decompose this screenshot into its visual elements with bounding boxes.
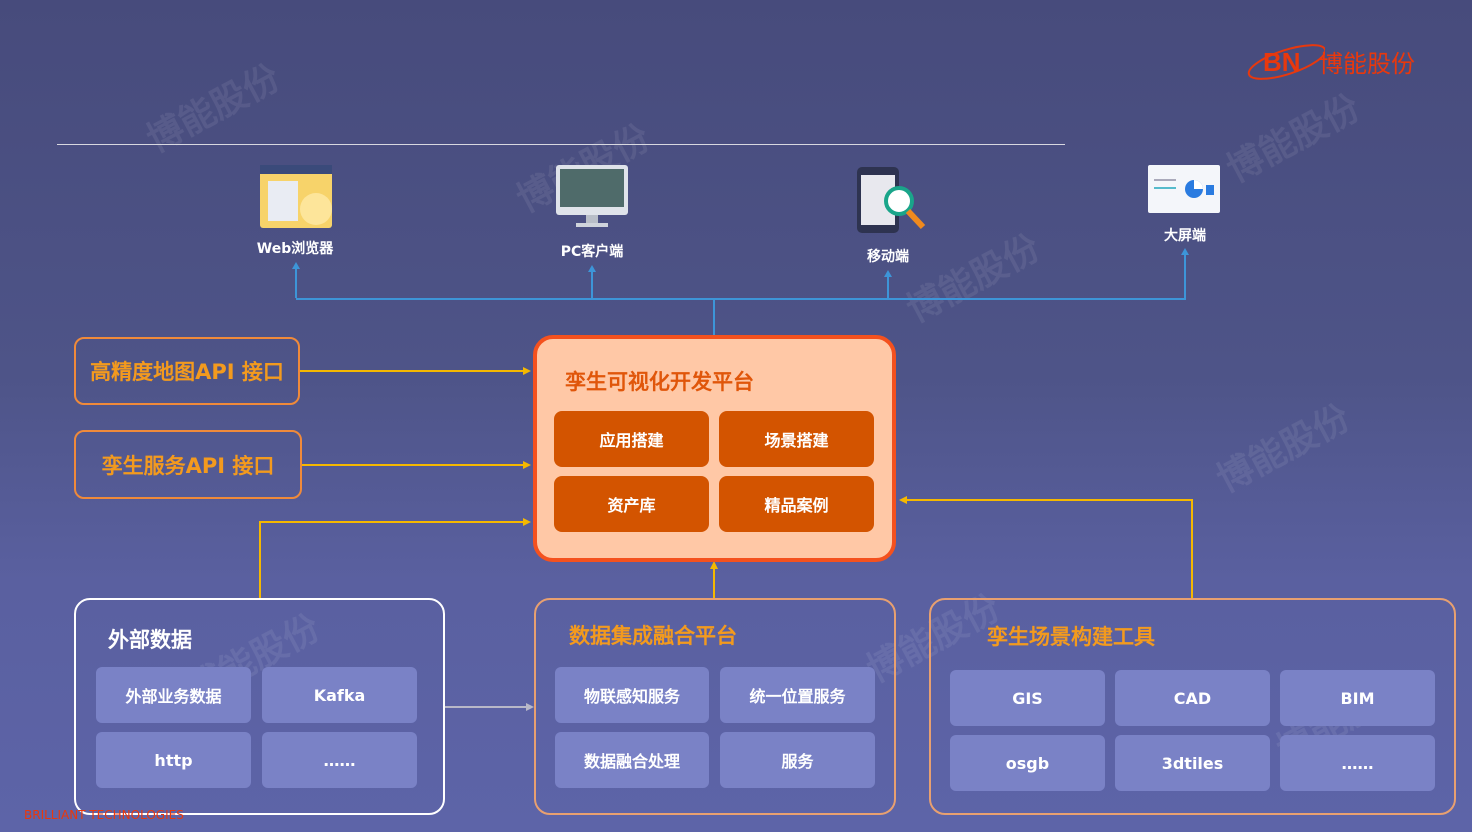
client-label-web: Web浏览器 xyxy=(256,241,334,257)
arrow-head xyxy=(523,518,531,526)
flow-arrow xyxy=(259,521,524,523)
mobile-icon xyxy=(857,167,926,233)
platform-title: 孪生可视化开发平台 xyxy=(565,370,754,394)
arrow-head xyxy=(884,270,892,277)
arrow-head xyxy=(523,461,531,469)
cad-item[interactable]: CAD xyxy=(1115,670,1270,726)
gis-item[interactable]: GIS xyxy=(950,670,1105,726)
client-connector xyxy=(295,268,297,298)
flow-arrow xyxy=(1191,499,1193,598)
client-label-big-screen: 大屏端 xyxy=(1164,228,1206,244)
scene-build-button[interactable]: 场景搭建 xyxy=(719,411,874,467)
pc-monitor-icon xyxy=(556,165,628,227)
data-fusion-item[interactable]: 数据融合处理 xyxy=(555,732,709,788)
arrow-head xyxy=(899,496,907,504)
twin-service-api-label: 孪生服务API 接口 xyxy=(101,453,275,478)
more-item[interactable]: …… xyxy=(262,732,417,788)
web-browser-icon xyxy=(260,165,332,228)
big-screen-icon xyxy=(1148,165,1220,213)
client-connector xyxy=(887,276,889,298)
svg-text:BN: BN xyxy=(1263,47,1301,77)
watermark: 博能股份 xyxy=(1220,87,1367,191)
asset-library-button[interactable]: 资产库 xyxy=(554,476,709,532)
service-item[interactable]: 服务 xyxy=(720,732,875,788)
arrow-head xyxy=(1181,248,1189,255)
flow-arrow xyxy=(302,464,524,466)
http-item[interactable]: http xyxy=(96,732,251,788)
data-integration-title: 数据集成融合平台 xyxy=(569,624,737,648)
twin-service-api-box: 孪生服务API 接口 xyxy=(74,430,302,499)
arrow-head xyxy=(710,561,718,569)
client-label-mobile: 移动端 xyxy=(867,249,909,265)
arrow-head xyxy=(526,703,534,711)
arrow-head xyxy=(523,367,531,375)
scene-tools-title: 孪生场景构建工具 xyxy=(987,625,1155,649)
bim-item[interactable]: BIM xyxy=(1280,670,1435,726)
brand-name: 博能股份 xyxy=(1319,50,1415,78)
flow-arrow xyxy=(445,706,527,708)
footer-brand: BRILLIANT TECHNOLOGIES xyxy=(24,808,184,822)
external-business-data-item[interactable]: 外部业务数据 xyxy=(96,667,251,723)
watermark: 博能股份 xyxy=(900,227,1047,331)
watermark: 博能股份 xyxy=(140,57,287,161)
map-api-box: 高精度地图API 接口 xyxy=(74,337,300,405)
3dtiles-item[interactable]: 3dtiles xyxy=(1115,735,1270,791)
divider xyxy=(57,144,1065,145)
external-data-title: 外部数据 xyxy=(108,628,192,652)
client-connector xyxy=(713,298,715,336)
arrow-head xyxy=(588,265,596,272)
more-tools-item[interactable]: …… xyxy=(1280,735,1435,791)
map-api-label: 高精度地图API 接口 xyxy=(90,360,284,384)
client-connector xyxy=(296,298,1186,300)
flow-arrow xyxy=(713,568,715,598)
brand-logo: BN 博能股份 xyxy=(1245,38,1425,88)
client-connector xyxy=(1184,254,1186,298)
client-connector xyxy=(591,271,593,298)
data-integration-panel xyxy=(534,598,896,815)
featured-cases-button[interactable]: 精品案例 xyxy=(719,476,874,532)
flow-arrow xyxy=(300,370,524,372)
flow-arrow xyxy=(906,499,1193,501)
logo-swoosh-icon: BN xyxy=(1247,44,1325,80)
client-label-pc: PC客户端 xyxy=(560,244,624,260)
osgb-item[interactable]: osgb xyxy=(950,735,1105,791)
scene-tools-panel xyxy=(929,598,1456,815)
watermark: 博能股份 xyxy=(1210,397,1357,501)
flow-arrow xyxy=(259,521,261,598)
arrow-head xyxy=(292,262,300,269)
external-data-panel xyxy=(74,598,445,815)
iot-service-item[interactable]: 物联感知服务 xyxy=(555,667,709,723)
kafka-item[interactable]: Kafka xyxy=(262,667,417,723)
location-service-item[interactable]: 统一位置服务 xyxy=(720,667,875,723)
app-build-button[interactable]: 应用搭建 xyxy=(554,411,709,467)
